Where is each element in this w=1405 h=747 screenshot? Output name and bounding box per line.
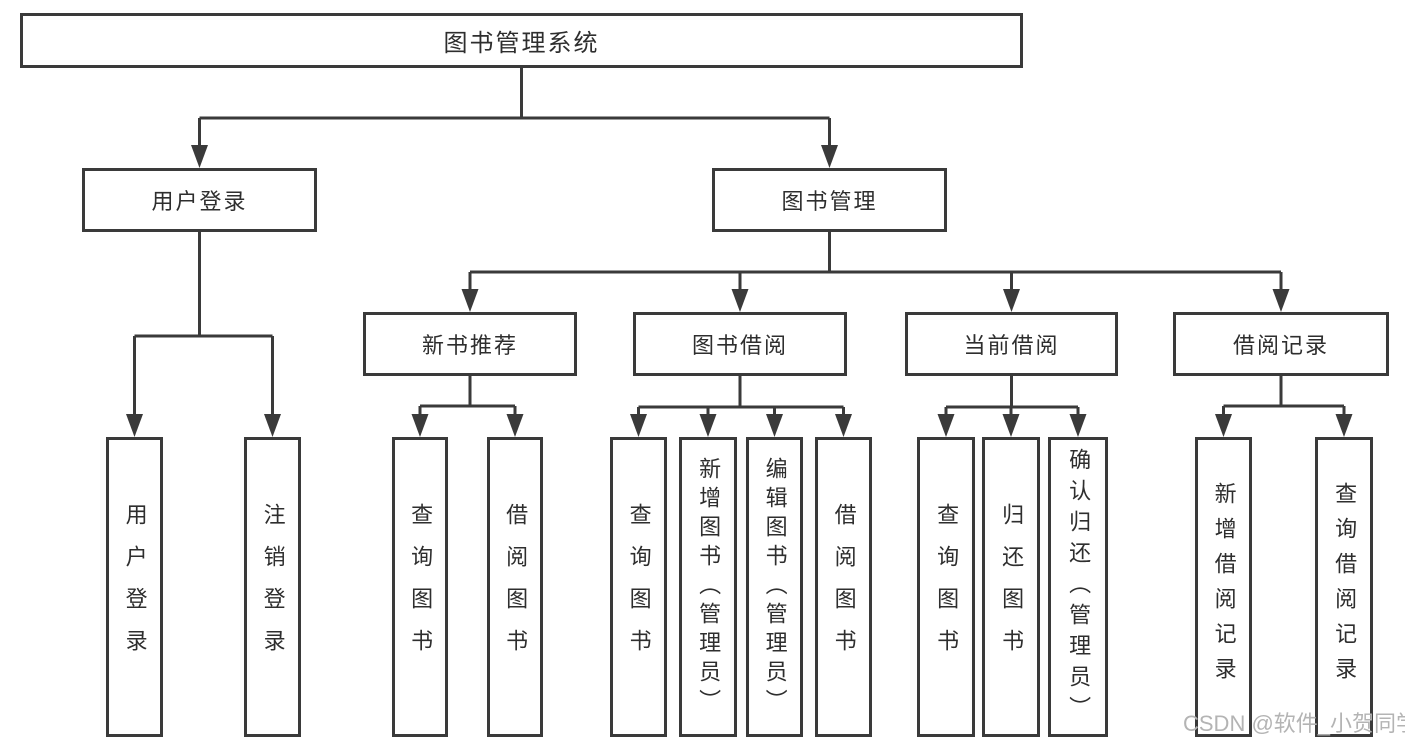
node-borrow-records: 借阅记录 [1173,312,1389,376]
node-library-system: 图书管理系统 [20,13,1023,68]
node-label: 借阅图书 [831,503,857,671]
leaf-borrow-books: 借阅图书 [815,437,872,737]
node-current-borrowing: 当前借阅 [905,312,1118,376]
leaf-query-books-current: 查询图书 [917,437,975,737]
node-label: 注销登录 [260,503,286,671]
node-label: 编辑图书（管理员） [762,456,788,718]
node-new-book-recommend: 新书推荐 [363,312,577,376]
node-label: 归还图书 [999,503,1025,671]
node-label: 用户登录 [122,503,148,671]
node-label: 图书借阅 [691,333,788,358]
node-label: 新增图书（管理员） [696,456,722,718]
node-label: 确认归还（管理员） [1066,447,1092,727]
leaf-return-books: 归还图书 [982,437,1040,737]
leaf-logout: 注销登录 [244,437,301,737]
leaf-query-books-recommend: 查询图书 [392,437,448,737]
leaf-add-books-admin: 新增图书（管理员） [679,437,737,737]
node-label: 新书推荐 [421,333,518,358]
leaf-confirm-return-admin: 确认归还（管理员） [1048,437,1108,737]
node-label: 新增借阅记录 [1211,482,1237,692]
leaf-add-borrow-record: 新增借阅记录 [1195,437,1252,737]
node-book-management: 图书管理 [712,168,947,232]
leaf-borrow-books-recommend: 借阅图书 [487,437,543,737]
node-book-borrowing: 图书借阅 [633,312,847,376]
leaf-user-login: 用户登录 [106,437,163,737]
node-label: 查询图书 [626,503,652,671]
node-label: 查询图书 [934,503,960,671]
node-label: 借阅图书 [503,503,529,671]
node-label: 用户登录 [151,189,248,214]
node-user-login: 用户登录 [82,168,317,232]
node-label: 当前借阅 [963,333,1060,358]
node-label: 图书管理 [781,189,878,214]
leaf-edit-books-admin: 编辑图书（管理员） [746,437,803,737]
csdn-watermark: CSDN @软件_小贺同学 [1183,711,1405,736]
node-label: 查询借阅记录 [1332,482,1358,692]
leaf-query-books-borrowing: 查询图书 [610,437,667,737]
node-label: 查询图书 [408,503,434,671]
leaf-query-borrow-record: 查询借阅记录 [1315,437,1373,737]
node-label: 借阅记录 [1232,333,1329,358]
node-label: 图书管理系统 [443,30,600,57]
